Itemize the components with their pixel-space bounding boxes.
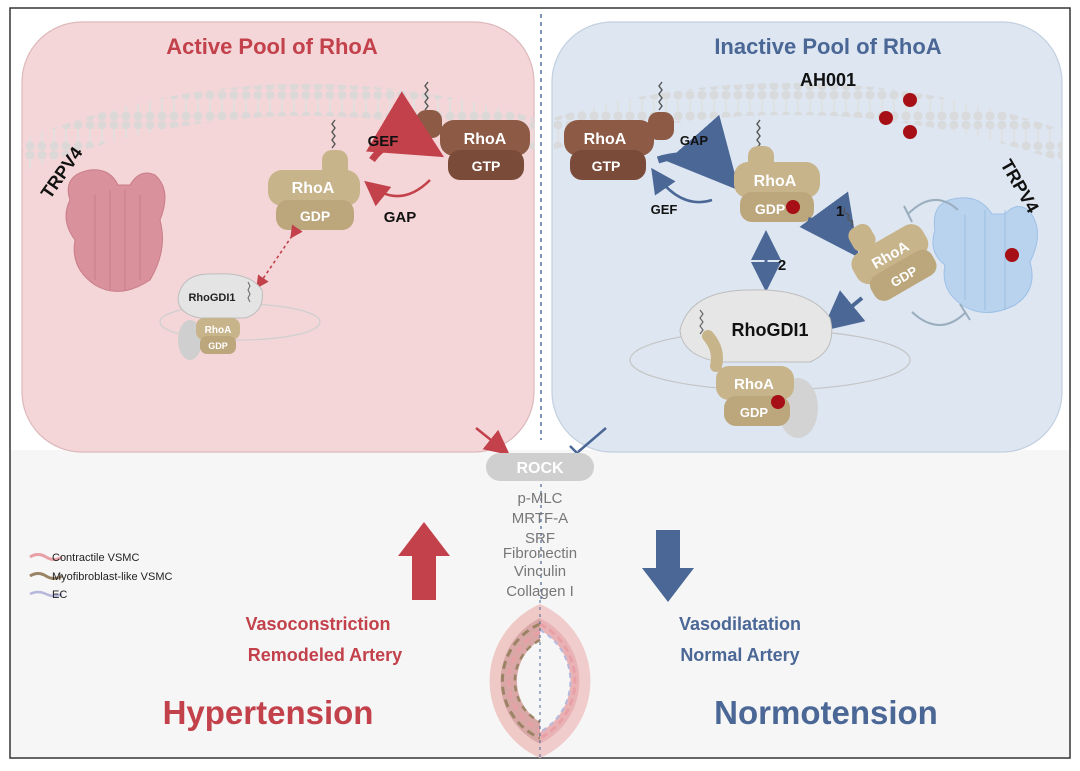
- legend-swatch: [29, 590, 63, 598]
- rhoa-gdp-membrane-left: [268, 119, 360, 230]
- rhoa-trpv4-complex: RhoA GDP: [843, 207, 937, 301]
- gdp-label-left: GDP: [300, 208, 330, 224]
- active-pool-title: Active Pool of RhoA: [166, 34, 378, 59]
- gap-arrow-right: [656, 114, 740, 191]
- target-item: p-MLC: [517, 490, 562, 507]
- up-arrow: [398, 522, 450, 600]
- target-item: Collagen I: [506, 583, 574, 600]
- outcome-right-line1: Vasodilatation: [679, 614, 801, 634]
- dotted-exchange-arrow: [256, 224, 303, 289]
- inactive-pool-title: Inactive Pool of RhoA: [714, 34, 941, 59]
- ah001-dot: [879, 111, 893, 125]
- rhogdi-complex-right: [629, 289, 911, 438]
- rock-label: ROCK: [516, 460, 564, 477]
- legend-label: Contractile VSMC: [52, 552, 139, 564]
- rock-box: [486, 453, 594, 481]
- outcome-left-line1: Vasoconstriction: [245, 614, 390, 634]
- inhibit-bar-top: [903, 205, 913, 223]
- rhogdi-complex-left: [159, 273, 321, 360]
- inhibit-line-top: [907, 199, 959, 215]
- ah001-dot: [903, 93, 917, 107]
- rhoa-gtp-label-right: RhoA: [584, 131, 627, 148]
- down-arrow: [642, 530, 694, 602]
- activate-rock-arrow: [475, 427, 510, 456]
- inhibit-bar-bottom: [959, 303, 971, 321]
- target-item: Vinculin: [514, 563, 566, 580]
- inhibit-line-bottom: [911, 311, 967, 326]
- membrane-right: [552, 82, 1062, 162]
- ah001-label: AH001: [800, 70, 856, 90]
- rhoa-gdi-label-left: RhoA: [205, 325, 232, 336]
- gtp-label-left: GTP: [472, 158, 501, 174]
- trpv4-bound-dot: [1005, 248, 1019, 262]
- gef-label-right: GEF: [651, 202, 678, 217]
- gdp-gdi-label-right: GDP: [740, 405, 769, 420]
- ah001-dot: [903, 125, 917, 139]
- legend-label: EC: [52, 589, 67, 601]
- rhoa-gtp-membrane-right: [564, 81, 674, 180]
- target-item: MRTF-A: [512, 510, 568, 527]
- rhogdi-label-left: RhoGDI1: [188, 292, 235, 304]
- rhoa-gtp-label-left: RhoA: [464, 131, 507, 148]
- trpv4-channel-right: [932, 197, 1038, 313]
- to-rhogdi-arrow: [821, 290, 866, 332]
- rhoa-label-right: RhoA: [754, 173, 797, 190]
- gap-arrow-left: [364, 179, 431, 207]
- step1-label: 1: [836, 203, 844, 220]
- gef-label-left: GEF: [368, 133, 399, 150]
- hypertension-title: Hypertension: [163, 694, 374, 731]
- ah001-gdi-dot: [771, 395, 785, 409]
- target-item: Fibronectin: [503, 545, 577, 562]
- gef-arrow-left: [365, 91, 445, 163]
- inhibit-rock-line: [577, 427, 607, 453]
- rhoa-gdi-label-right: RhoA: [734, 376, 774, 393]
- outcome-right-line2: Normal Artery: [680, 645, 799, 665]
- step1-arrow: [799, 191, 860, 258]
- artery-cross-section: [489, 604, 591, 758]
- step2-label: 2: [778, 257, 786, 274]
- legend-label: Myofibroblast-like VSMC: [52, 571, 172, 583]
- outcome-left-line2: Remodeled Artery: [248, 645, 402, 665]
- normotension-title: Normotension: [714, 694, 938, 731]
- ah001-bound-dot: [786, 200, 800, 214]
- trpv4-channel-left: [65, 169, 166, 292]
- rhogdi-label-right: RhoGDI1: [731, 320, 808, 340]
- rhoa-label-left: RhoA: [292, 180, 335, 197]
- gdp-gdi-label-left: GDP: [208, 341, 228, 351]
- gdp-label-right: GDP: [755, 201, 785, 217]
- rhoa-gdp-membrane-right: [734, 119, 820, 222]
- gtp-label-right: GTP: [592, 158, 621, 174]
- legend-swatch: [29, 572, 63, 580]
- target-item: SRF: [525, 530, 555, 547]
- gap-label-left: GAP: [384, 209, 417, 226]
- gap-label-right: GAP: [680, 133, 709, 148]
- legend: Contractile VSMC Myofibroblast-like VSMC…: [29, 552, 172, 601]
- gef-arrow-right: [651, 167, 713, 204]
- legend-swatch: [29, 553, 63, 561]
